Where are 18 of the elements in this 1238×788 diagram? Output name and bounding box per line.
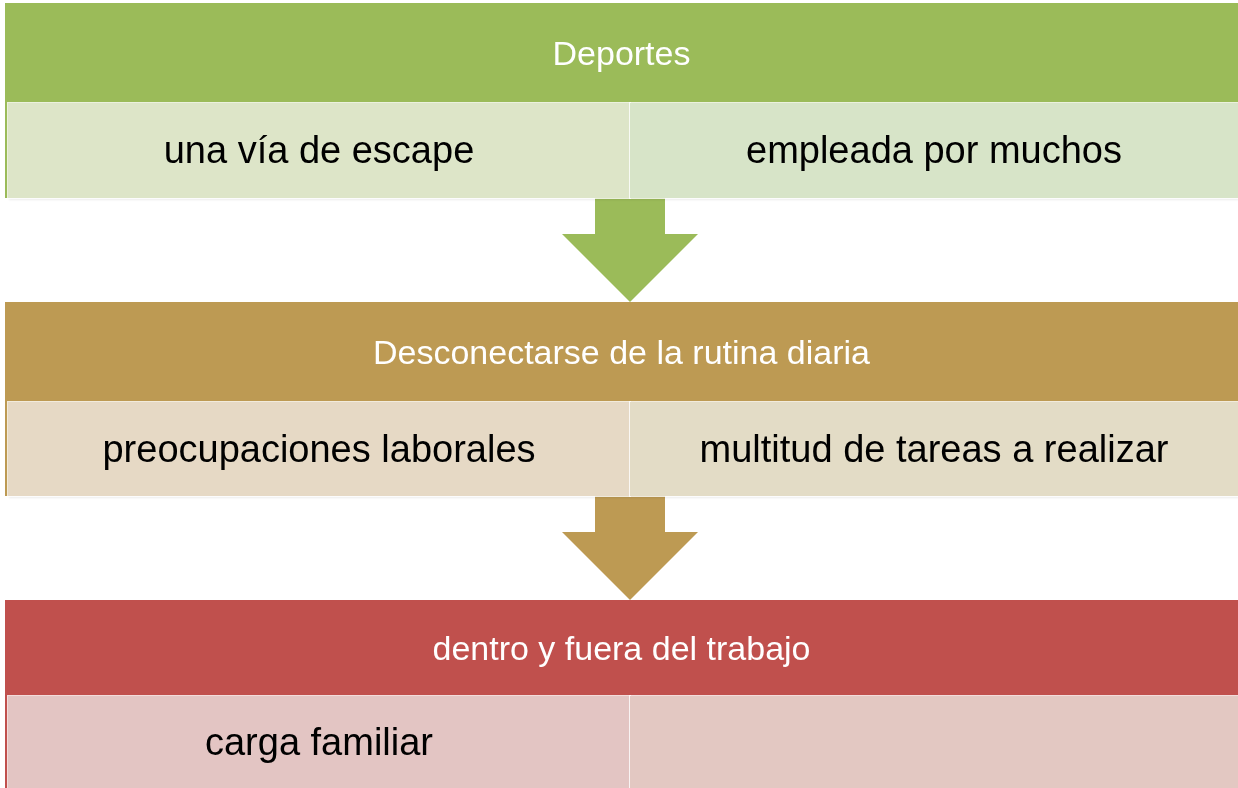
box-text: carga familiar (204, 720, 434, 764)
box-text: empleada por muchos (746, 129, 1122, 172)
section-band (5, 3, 1238, 198)
box-text: una vía de escape (163, 129, 475, 172)
box-text: preocupaciones laborales (102, 427, 536, 471)
block-arrow (562, 496, 698, 600)
section-title: Desconectarse de la rutina diaria (371, 331, 872, 373)
section-band (5, 600, 1238, 788)
text-box (8, 696, 630, 788)
text-box (8, 402, 630, 496)
block-arrow (562, 198, 698, 302)
text-box (8, 103, 630, 198)
section-title: dentro y fuera del trabajo (431, 627, 812, 669)
text-box (630, 402, 1238, 496)
section-band (5, 302, 1238, 496)
box-text: multitud de tareas a realizar (699, 427, 1169, 471)
text-box (630, 103, 1238, 198)
section-title: Deportes (551, 32, 692, 74)
